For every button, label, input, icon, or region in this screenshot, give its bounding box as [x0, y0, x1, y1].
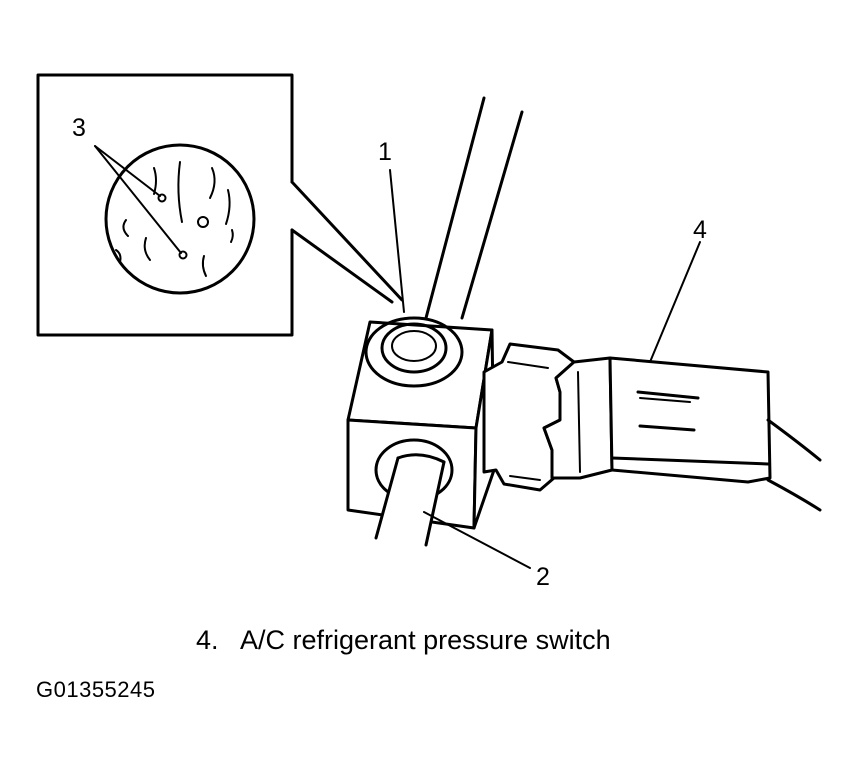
legend-text: A/C refrigerant pressure switch — [240, 625, 611, 655]
callout-2: 2 — [536, 563, 550, 591]
callout-4: 4 — [693, 216, 707, 244]
contaminant-dot-center — [197, 216, 209, 228]
contaminant-dot-lower — [178, 250, 188, 260]
leader-4 — [649, 241, 701, 363]
callout-3: 3 — [72, 114, 86, 142]
legend-caption: 4. A/C refrigerant pressure switch — [196, 625, 611, 656]
callout-1: 1 — [378, 138, 392, 166]
detail-inset — [36, 73, 404, 337]
figure-id: G01355245 — [36, 677, 156, 702]
upper-pipe — [424, 96, 524, 320]
pressure-switch — [482, 342, 822, 512]
leader-1 — [389, 169, 405, 313]
leader-2 — [423, 511, 531, 569]
contaminant-dot-upper — [157, 193, 167, 203]
magnified-port-circle — [104, 143, 256, 295]
legend-number: 4. — [196, 625, 219, 655]
lower-pipe — [374, 453, 446, 547]
